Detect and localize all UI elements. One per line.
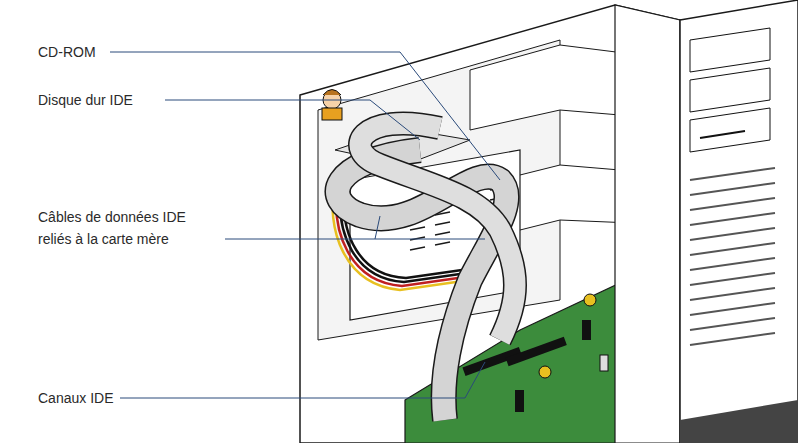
board-components [462,287,628,412]
leader-line [375,216,380,239]
cd-drive-front [690,28,770,72]
callout-label: Canaux IDE [38,387,113,409]
front-panel [680,0,798,443]
floppy-front [690,108,770,152]
ribbon-cables [338,123,515,420]
case-base [680,400,798,443]
case-side-edge [615,5,680,443]
leader-line [165,100,420,140]
leader-line [225,239,485,240]
bay-front [690,68,770,112]
callout-label: CD-ROM [38,41,96,63]
callout-label: Câbles de données IDE reliés à la carte … [38,206,213,250]
leader-line [120,362,485,398]
leader-line [110,52,500,180]
front-vents [690,168,775,345]
callout-label: Disque dur IDE [38,89,133,111]
mascot [322,90,342,121]
